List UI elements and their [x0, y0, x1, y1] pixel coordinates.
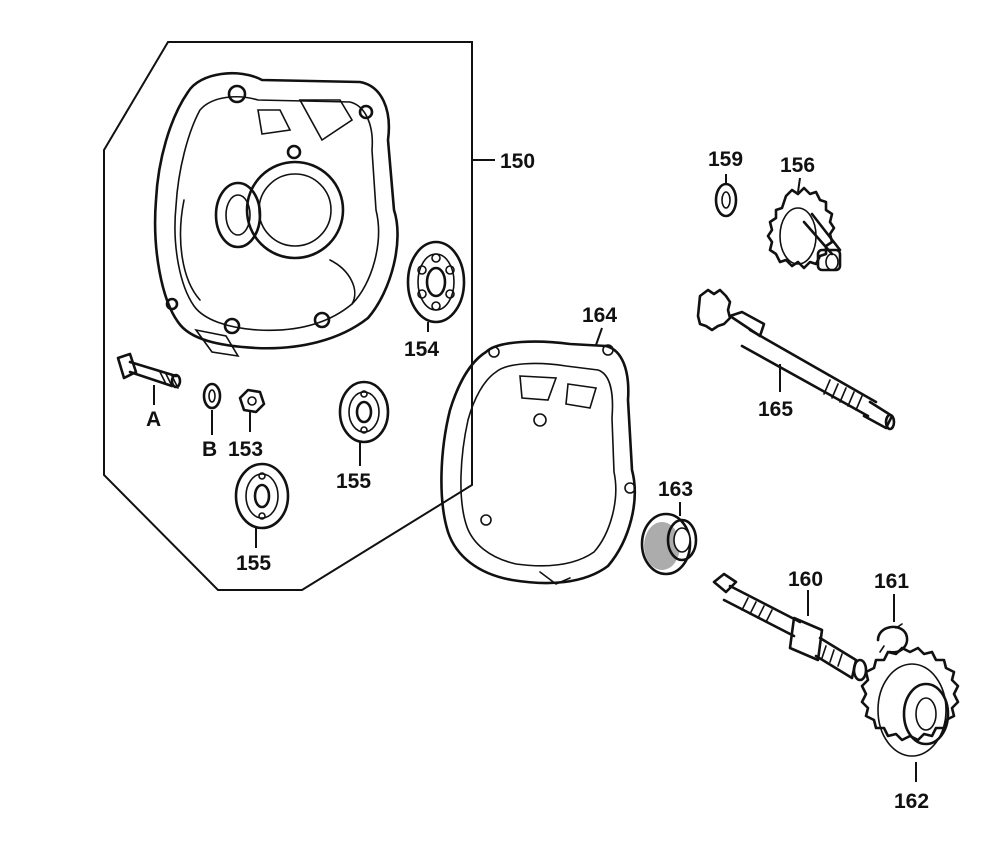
- callout-150: 150: [500, 150, 535, 173]
- washer-159: [714, 182, 738, 218]
- washer-b: [202, 382, 222, 410]
- callout-155-lower: 155: [236, 552, 271, 575]
- seal-163: [640, 512, 698, 576]
- callout-162: 162: [894, 790, 929, 813]
- bearing-155-upper: [338, 380, 390, 444]
- callout-159: 159: [708, 148, 743, 171]
- nut-153: [238, 388, 266, 414]
- bolt-a: [116, 352, 182, 389]
- callout-153: 153: [228, 438, 263, 461]
- gasket-164: [440, 340, 636, 585]
- leader-156: [797, 177, 801, 193]
- gear-156: [766, 186, 842, 272]
- callout-161: 161: [874, 570, 909, 593]
- callout-a: A: [146, 408, 161, 431]
- bearing-154: [406, 240, 466, 324]
- gear-162: [860, 646, 960, 757]
- transmission-case: [153, 71, 399, 358]
- callout-155-upper: 155: [336, 470, 371, 493]
- callout-154: 154: [404, 338, 439, 361]
- assembly-group-outline: [103, 41, 473, 591]
- shaft-160: [712, 572, 868, 682]
- leader-164: [595, 327, 603, 346]
- callout-163: 163: [658, 478, 693, 501]
- callout-160: 160: [788, 568, 823, 591]
- callout-165: 165: [758, 398, 793, 421]
- shaft-165: [696, 288, 896, 431]
- callout-164: 164: [582, 304, 617, 327]
- bearing-155-lower: [234, 462, 290, 530]
- callout-b: B: [202, 438, 217, 461]
- callout-156: 156: [780, 154, 815, 177]
